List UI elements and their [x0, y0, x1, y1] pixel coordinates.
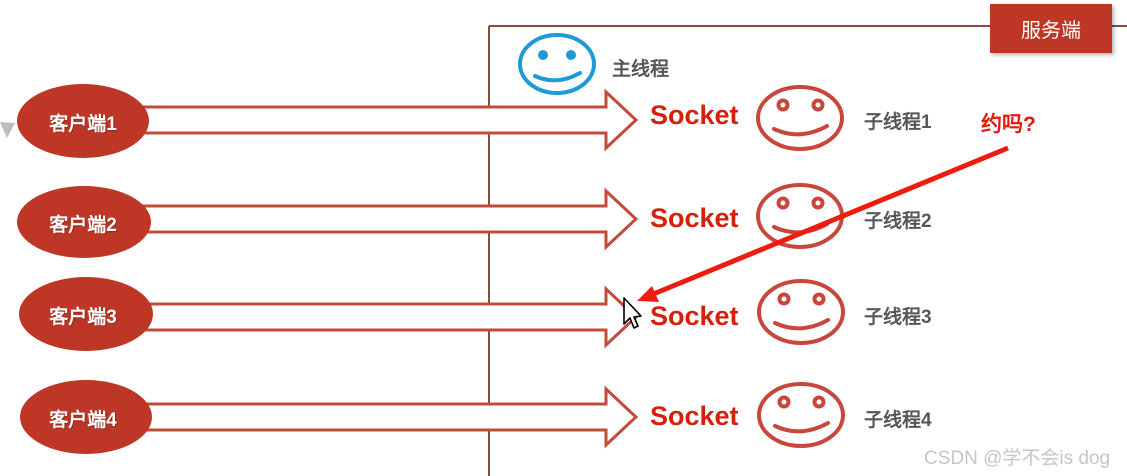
client-ellipse-3 — [19, 277, 153, 351]
socket-arrow-3 — [86, 285, 639, 349]
child-thread-label-4: 子线程4 — [864, 410, 932, 431]
annotation-label: 约吗? — [981, 113, 1036, 136]
client-ellipse-1 — [17, 84, 149, 158]
socket-label-2: Socket — [650, 203, 739, 233]
socket-arrow-4 — [86, 385, 639, 449]
child-thread-label-3: 子线程3 — [864, 307, 932, 328]
socket-label-1: Socket — [650, 100, 739, 130]
main-thread-smiley-icon — [518, 33, 596, 95]
child-thread-smiley-icon-4 — [757, 382, 845, 448]
server-label: 服务端 — [1021, 20, 1081, 42]
child-thread-label-1: 子线程1 — [864, 112, 932, 133]
client-label-1: 客户端1 — [49, 114, 117, 135]
child-thread-smiley-icon-2 — [756, 183, 844, 249]
annotation-arrow — [637, 145, 1009, 302]
client-label-2: 客户端2 — [49, 215, 117, 236]
child-thread-label-2: 子线程2 — [864, 211, 932, 232]
gray-triangle-icon — [0, 122, 15, 138]
server-box: 服务端 — [990, 4, 1112, 53]
mouse-cursor-icon — [623, 297, 642, 329]
client-ellipse-2 — [17, 186, 151, 258]
socket-label-3: Socket — [650, 301, 739, 331]
socket-arrow-2 — [86, 187, 639, 251]
client-label-3: 客户端3 — [49, 307, 117, 328]
child-thread-smiley-icon-1 — [756, 85, 844, 151]
client-ellipse-4 — [20, 380, 152, 454]
main-thread-label: 主线程 — [612, 59, 670, 80]
socket-arrow-1 — [86, 88, 639, 152]
socket-label-4: Socket — [650, 401, 739, 431]
watermark: CSDN @学不会is dog — [924, 448, 1111, 469]
client-label-4: 客户端4 — [49, 410, 117, 431]
child-thread-smiley-icon-3 — [757, 279, 845, 345]
